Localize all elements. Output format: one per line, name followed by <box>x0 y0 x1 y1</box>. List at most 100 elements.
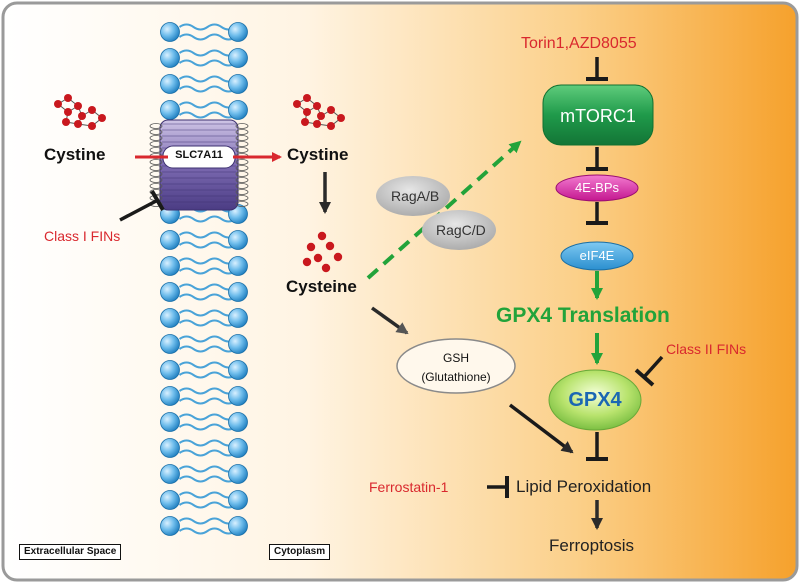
lipid-head <box>160 230 180 250</box>
gsh-subtitle: (Glutathione) <box>421 370 491 384</box>
transporter-loop <box>149 147 163 153</box>
transporter-loop <box>149 135 163 141</box>
lipid-head <box>228 412 248 432</box>
lipid-tail <box>178 319 237 327</box>
slc7a11-transporter <box>149 119 249 211</box>
transporter-loop <box>235 147 249 153</box>
cysteine-atom <box>317 231 327 241</box>
lipid-head <box>228 334 248 354</box>
transporter-loop <box>149 129 163 135</box>
slc7a11-label: SLC7A11 <box>175 149 223 161</box>
transporter-loop <box>235 165 249 171</box>
raga-b-label: RagA/B <box>391 188 440 204</box>
transporter-loop <box>235 159 249 165</box>
cysteine-to-gsh-arrow <box>370 306 409 335</box>
mtorc1-node <box>542 84 654 146</box>
lipid-tail <box>178 75 237 83</box>
molecule-atom <box>74 120 82 128</box>
molecule-atom <box>74 102 82 110</box>
raga-b-ellipse <box>376 176 450 216</box>
lipid-tail <box>178 85 237 93</box>
cysteine-to-mtorc1-arrow <box>366 140 522 280</box>
molecule-atom <box>293 100 301 108</box>
transporter-loop <box>149 177 163 183</box>
lipid-tail <box>178 423 237 431</box>
lipid-tail <box>178 475 237 483</box>
lipid-tail <box>178 33 237 41</box>
molecule-atom <box>301 118 309 126</box>
lipid-head <box>160 282 180 302</box>
transporter-loop <box>235 129 249 135</box>
cystine-molecule-outside <box>54 94 106 130</box>
lipid-tail <box>178 241 237 249</box>
lipid-head <box>228 256 248 276</box>
lipid-head <box>160 74 180 94</box>
gpx4-translation-label: GPX4 Translation <box>496 304 670 327</box>
lipid-tail <box>178 527 237 535</box>
transporter-loop <box>149 171 163 177</box>
lipid-head <box>228 230 248 250</box>
4e-bps-node <box>555 174 639 202</box>
lipid-head <box>228 308 248 328</box>
ragc-d-label: RagC/D <box>436 222 486 238</box>
cystine-molecule-inside <box>293 94 345 130</box>
molecule-atom <box>64 94 72 102</box>
transporter-loop <box>235 135 249 141</box>
lipid-tail <box>178 371 237 379</box>
lipid-head <box>228 360 248 380</box>
cysteine-atom <box>325 241 335 251</box>
cysteine-atom <box>321 263 331 273</box>
lipid-tail <box>178 59 237 67</box>
cystine-outside-label: Cystine <box>44 145 106 164</box>
molecule-atom <box>303 94 311 102</box>
lipid-peroxidation-label: Lipid Peroxidation <box>516 477 652 496</box>
molecule-atom <box>327 122 335 130</box>
gsh-ellipse <box>396 338 516 394</box>
lipid-tail <box>178 267 237 275</box>
transporter-loop <box>149 123 163 129</box>
molecule-atom <box>88 122 96 130</box>
cysteine-molecules <box>302 231 343 273</box>
gpx4-node <box>548 369 642 431</box>
molecule-atom <box>98 114 106 122</box>
transporter-loop <box>235 123 249 129</box>
lipid-tail <box>178 387 237 395</box>
lipid-tail <box>178 501 237 509</box>
gsh-label: GSH <box>442 351 469 365</box>
lipid-head <box>228 22 248 42</box>
lipid-tail <box>178 309 237 317</box>
lipid-head <box>228 464 248 484</box>
eif4e-label: eIF4E <box>579 248 615 263</box>
transporter-loop <box>235 171 249 177</box>
transporter-loop <box>235 183 249 189</box>
lipid-head <box>228 386 248 406</box>
transporter-loop <box>235 195 249 201</box>
lipid-head <box>160 438 180 458</box>
lipid-head <box>228 516 248 536</box>
transporter-loop <box>149 165 163 171</box>
mtorc1-label: mTORC1 <box>560 106 636 126</box>
transporter-loop <box>149 159 163 165</box>
lipid-tail <box>178 111 237 119</box>
ferrostatin-label: Ferrostatin-1 <box>369 479 449 495</box>
lipid-tail <box>178 491 237 499</box>
lipid-head <box>160 334 180 354</box>
molecule-atom <box>54 100 62 108</box>
lipid-tail <box>178 465 237 473</box>
class2-inhibition-bar <box>634 368 655 387</box>
lipid-head <box>228 282 248 302</box>
lipid-tail <box>178 231 237 239</box>
extracellular-space-label: Extracellular Space <box>19 544 122 560</box>
transporter-loop <box>149 141 163 147</box>
ferroptosis-label: Ferroptosis <box>549 536 635 555</box>
cysteine-atom <box>302 257 312 267</box>
lipid-head <box>160 308 180 328</box>
lipid-head <box>228 490 248 510</box>
cysteine-atom <box>333 252 343 262</box>
molecule-atom <box>88 106 96 114</box>
molecule-atom <box>78 112 86 120</box>
gsh-to-lipid-arrow <box>508 403 574 454</box>
lipid-head <box>160 412 180 432</box>
molecule-atom <box>327 106 335 114</box>
transporter-loop <box>235 189 249 195</box>
